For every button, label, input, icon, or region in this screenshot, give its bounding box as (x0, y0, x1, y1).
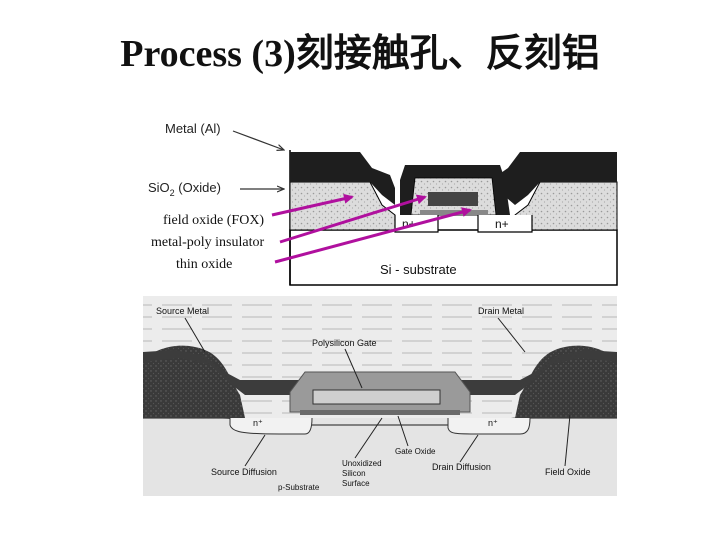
bottom-n-left-label: n⁺ (253, 418, 263, 428)
polysilicon-gate-pointer (344, 348, 363, 389)
source-diffusion-label: Source Diffusion (211, 467, 277, 477)
bottom-drain-metal (460, 350, 617, 395)
field-oxide-label: Field Oxide (545, 467, 591, 477)
bottom-field-oxide-left (143, 345, 245, 418)
gate-oxide-pointer (397, 415, 409, 447)
gate-oxide-label: Gate Oxide (395, 447, 436, 456)
annotation-field-oxide: field oxide (FOX) (163, 213, 265, 228)
bottom-drain-diffusion (447, 417, 531, 435)
top-substrate (289, 229, 618, 286)
top-cross-section (289, 150, 618, 286)
bottom-cross-section (143, 296, 617, 496)
metal-al-label: Metal (Al) (165, 121, 221, 136)
source-metal-label: Source Metal (156, 306, 209, 316)
source-metal-pointer (184, 317, 206, 353)
sio2-label: SiO2 (Oxide) (148, 180, 221, 198)
drain-diffusion-label: Drain Diffusion (432, 462, 491, 472)
bottom-gate-oxide-thin (300, 410, 460, 415)
unoxidized-label-1: Unoxidized (342, 459, 382, 468)
arrow-thin-oxide (274, 207, 472, 264)
bottom-substrate-area (143, 418, 617, 496)
slide-title: Process (3)刻接触孔、反刻铝 (120, 33, 600, 75)
field-oxide-pointer (564, 414, 571, 467)
top-poly-gate (428, 192, 478, 206)
top-n-right-label: n+ (495, 217, 509, 231)
polysilicon-gate-label: Polysilicon Gate (312, 338, 377, 348)
top-metal-right (495, 152, 617, 205)
p-substrate-label: p-Substrate (278, 483, 320, 492)
bottom-n-right-label: n⁺ (488, 418, 498, 428)
drain-diffusion-pointer (459, 434, 479, 463)
bottom-polysilicon-gate (312, 389, 441, 405)
annotation-thin-oxide: thin oxide (176, 257, 233, 272)
bottom-source-metal (143, 350, 300, 395)
arrow-field-oxide (271, 193, 354, 217)
annotation-metal-poly-insulator: metal-poly insulator (151, 235, 265, 250)
top-n-right-region (477, 215, 533, 233)
drain-metal-pointer (497, 317, 526, 353)
metal-al-pointer (232, 130, 284, 150)
unoxidized-label-3: Surface (342, 479, 370, 488)
si-substrate-label: Si - substrate (380, 262, 457, 277)
bottom-source-diffusion (229, 417, 313, 435)
arrow-metal-poly (279, 194, 427, 244)
bottom-field-oxide-right (515, 345, 617, 418)
annotation-arrows (271, 193, 472, 264)
top-metal-left (290, 152, 395, 205)
unoxidized-label-2: Silicon (342, 469, 366, 478)
drain-metal-label: Drain Metal (478, 306, 524, 316)
unoxidized-pointer (354, 417, 383, 459)
source-diffusion-pointer (244, 434, 266, 467)
